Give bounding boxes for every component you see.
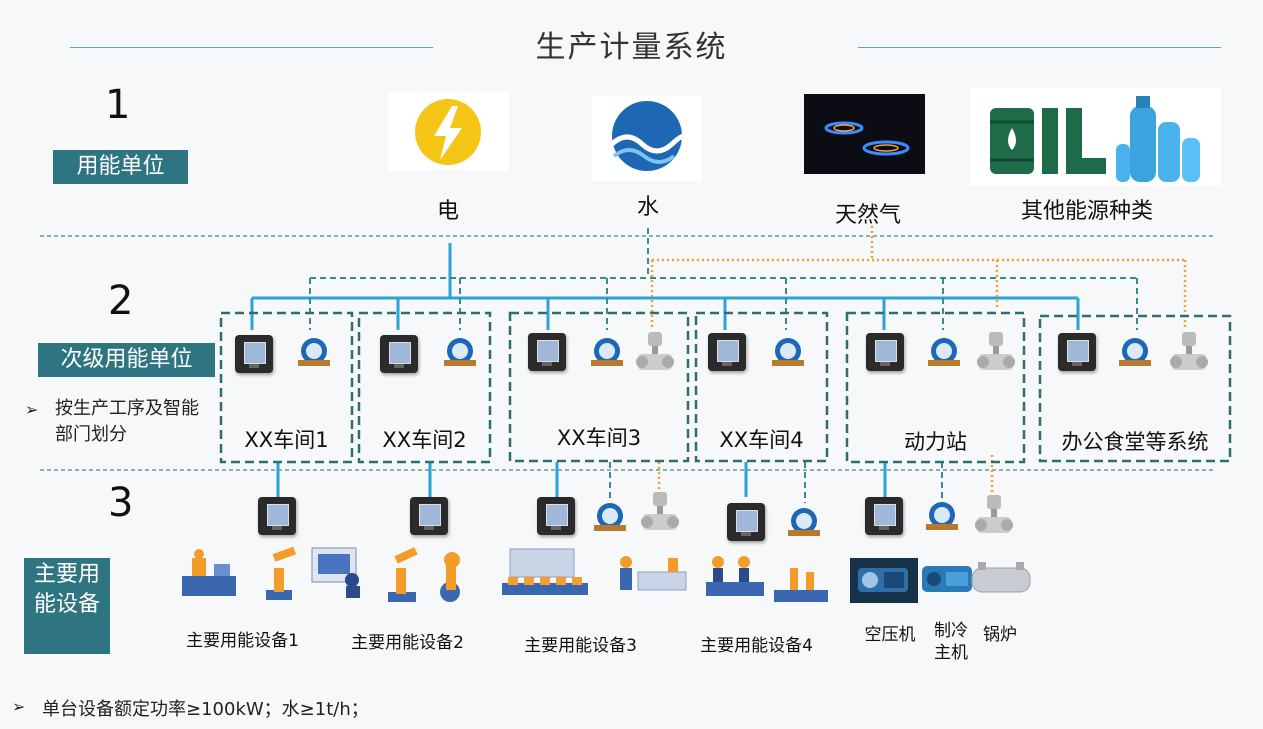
industrial-robot-icon xyxy=(178,546,240,604)
control-console-icon xyxy=(308,542,370,600)
water-icon xyxy=(592,96,702,181)
water-meter-icon xyxy=(784,503,824,543)
robot-line-icon xyxy=(770,552,832,610)
level-tag-2: 次级用能单位 xyxy=(38,343,215,377)
page-title: 生产计量系统 xyxy=(535,30,728,65)
water-meter-icon xyxy=(922,497,962,537)
gas-flame-icon xyxy=(804,94,925,174)
robot-arm-icon xyxy=(372,547,434,606)
power-meter-icon xyxy=(727,503,765,541)
lightning-icon xyxy=(388,92,509,171)
power-meter-icon xyxy=(528,333,566,371)
footnote-text: 单台设备额定功率≥100kW；水≥1t/h； xyxy=(42,699,369,720)
energy-label-electric: 电 xyxy=(436,199,459,224)
workers-line-icon xyxy=(704,548,766,606)
energy-label-gas: 天然气 xyxy=(834,203,901,228)
level-number-1: 1 xyxy=(105,82,131,128)
gas-flowmeter-icon xyxy=(975,493,1013,539)
unit-label: XX车间3 xyxy=(556,426,642,450)
level-tag-3: 主要用能设备 xyxy=(24,558,110,654)
boiler-icon xyxy=(968,558,1036,602)
level-number-3: 3 xyxy=(108,480,134,526)
title-rule-right xyxy=(858,47,1221,48)
water-meter-icon xyxy=(590,498,630,538)
power-meter-icon xyxy=(410,497,448,535)
gas-flowmeter-icon xyxy=(977,330,1015,376)
power-meter-icon xyxy=(866,333,904,371)
power-meter-icon xyxy=(537,497,575,535)
equipment-label: 主要用能设备1 xyxy=(186,631,299,651)
water-meter-icon xyxy=(294,333,334,373)
energy-label-water: 水 xyxy=(636,195,659,220)
power-meter-icon xyxy=(865,497,903,535)
title-rule-left xyxy=(70,47,433,48)
equipment-label: 制冷主机 xyxy=(934,621,968,663)
assembly-line-icon xyxy=(500,545,590,603)
unit-label: XX车间1 xyxy=(244,428,329,452)
robot-arm-icon xyxy=(420,546,482,604)
equipment-label: 锅炉 xyxy=(983,625,1017,645)
unit-label: 办公食堂等系统 xyxy=(1061,430,1209,454)
equipment-label: 空压机 xyxy=(864,625,916,645)
air-compressor-icon xyxy=(850,558,918,603)
gas-flowmeter-icon xyxy=(1170,330,1208,376)
water-meter-icon xyxy=(768,333,808,373)
equipment-label: 主要用能设备4 xyxy=(700,636,813,656)
unit-label: XX车间2 xyxy=(382,428,467,452)
level-tag-1: 用能单位 xyxy=(53,150,188,184)
gas-flowmeter-icon xyxy=(636,330,674,376)
power-meter-icon xyxy=(235,335,273,373)
unit-label: 动力站 xyxy=(904,430,967,454)
level2-note: 按生产工序及智能部门划分 xyxy=(55,398,199,445)
water-meter-icon xyxy=(440,333,480,373)
water-meter-icon xyxy=(1115,333,1155,373)
water-meter-icon xyxy=(587,333,627,373)
oil-gas-cylinder-icon xyxy=(970,88,1221,186)
worker-workstation-icon xyxy=(612,548,692,606)
unit-label: XX车间4 xyxy=(719,428,804,452)
equipment-label: 主要用能设备2 xyxy=(351,633,464,653)
level-number-2: 2 xyxy=(108,278,134,324)
power-meter-icon xyxy=(708,333,746,371)
level2-note-bullet: ➢ xyxy=(25,400,39,419)
footnote-bullet: ➢ xyxy=(12,697,26,716)
water-meter-icon xyxy=(924,333,964,373)
power-meter-icon xyxy=(380,335,418,373)
power-meter-icon xyxy=(1058,333,1096,371)
gas-flowmeter-icon xyxy=(641,490,679,536)
chiller-icon xyxy=(918,558,976,600)
energy-label-other: 其他能源种类 xyxy=(1020,199,1153,224)
power-meter-icon xyxy=(258,497,296,535)
robot-arm-icon xyxy=(248,546,310,604)
equipment-label: 主要用能设备3 xyxy=(524,636,637,656)
